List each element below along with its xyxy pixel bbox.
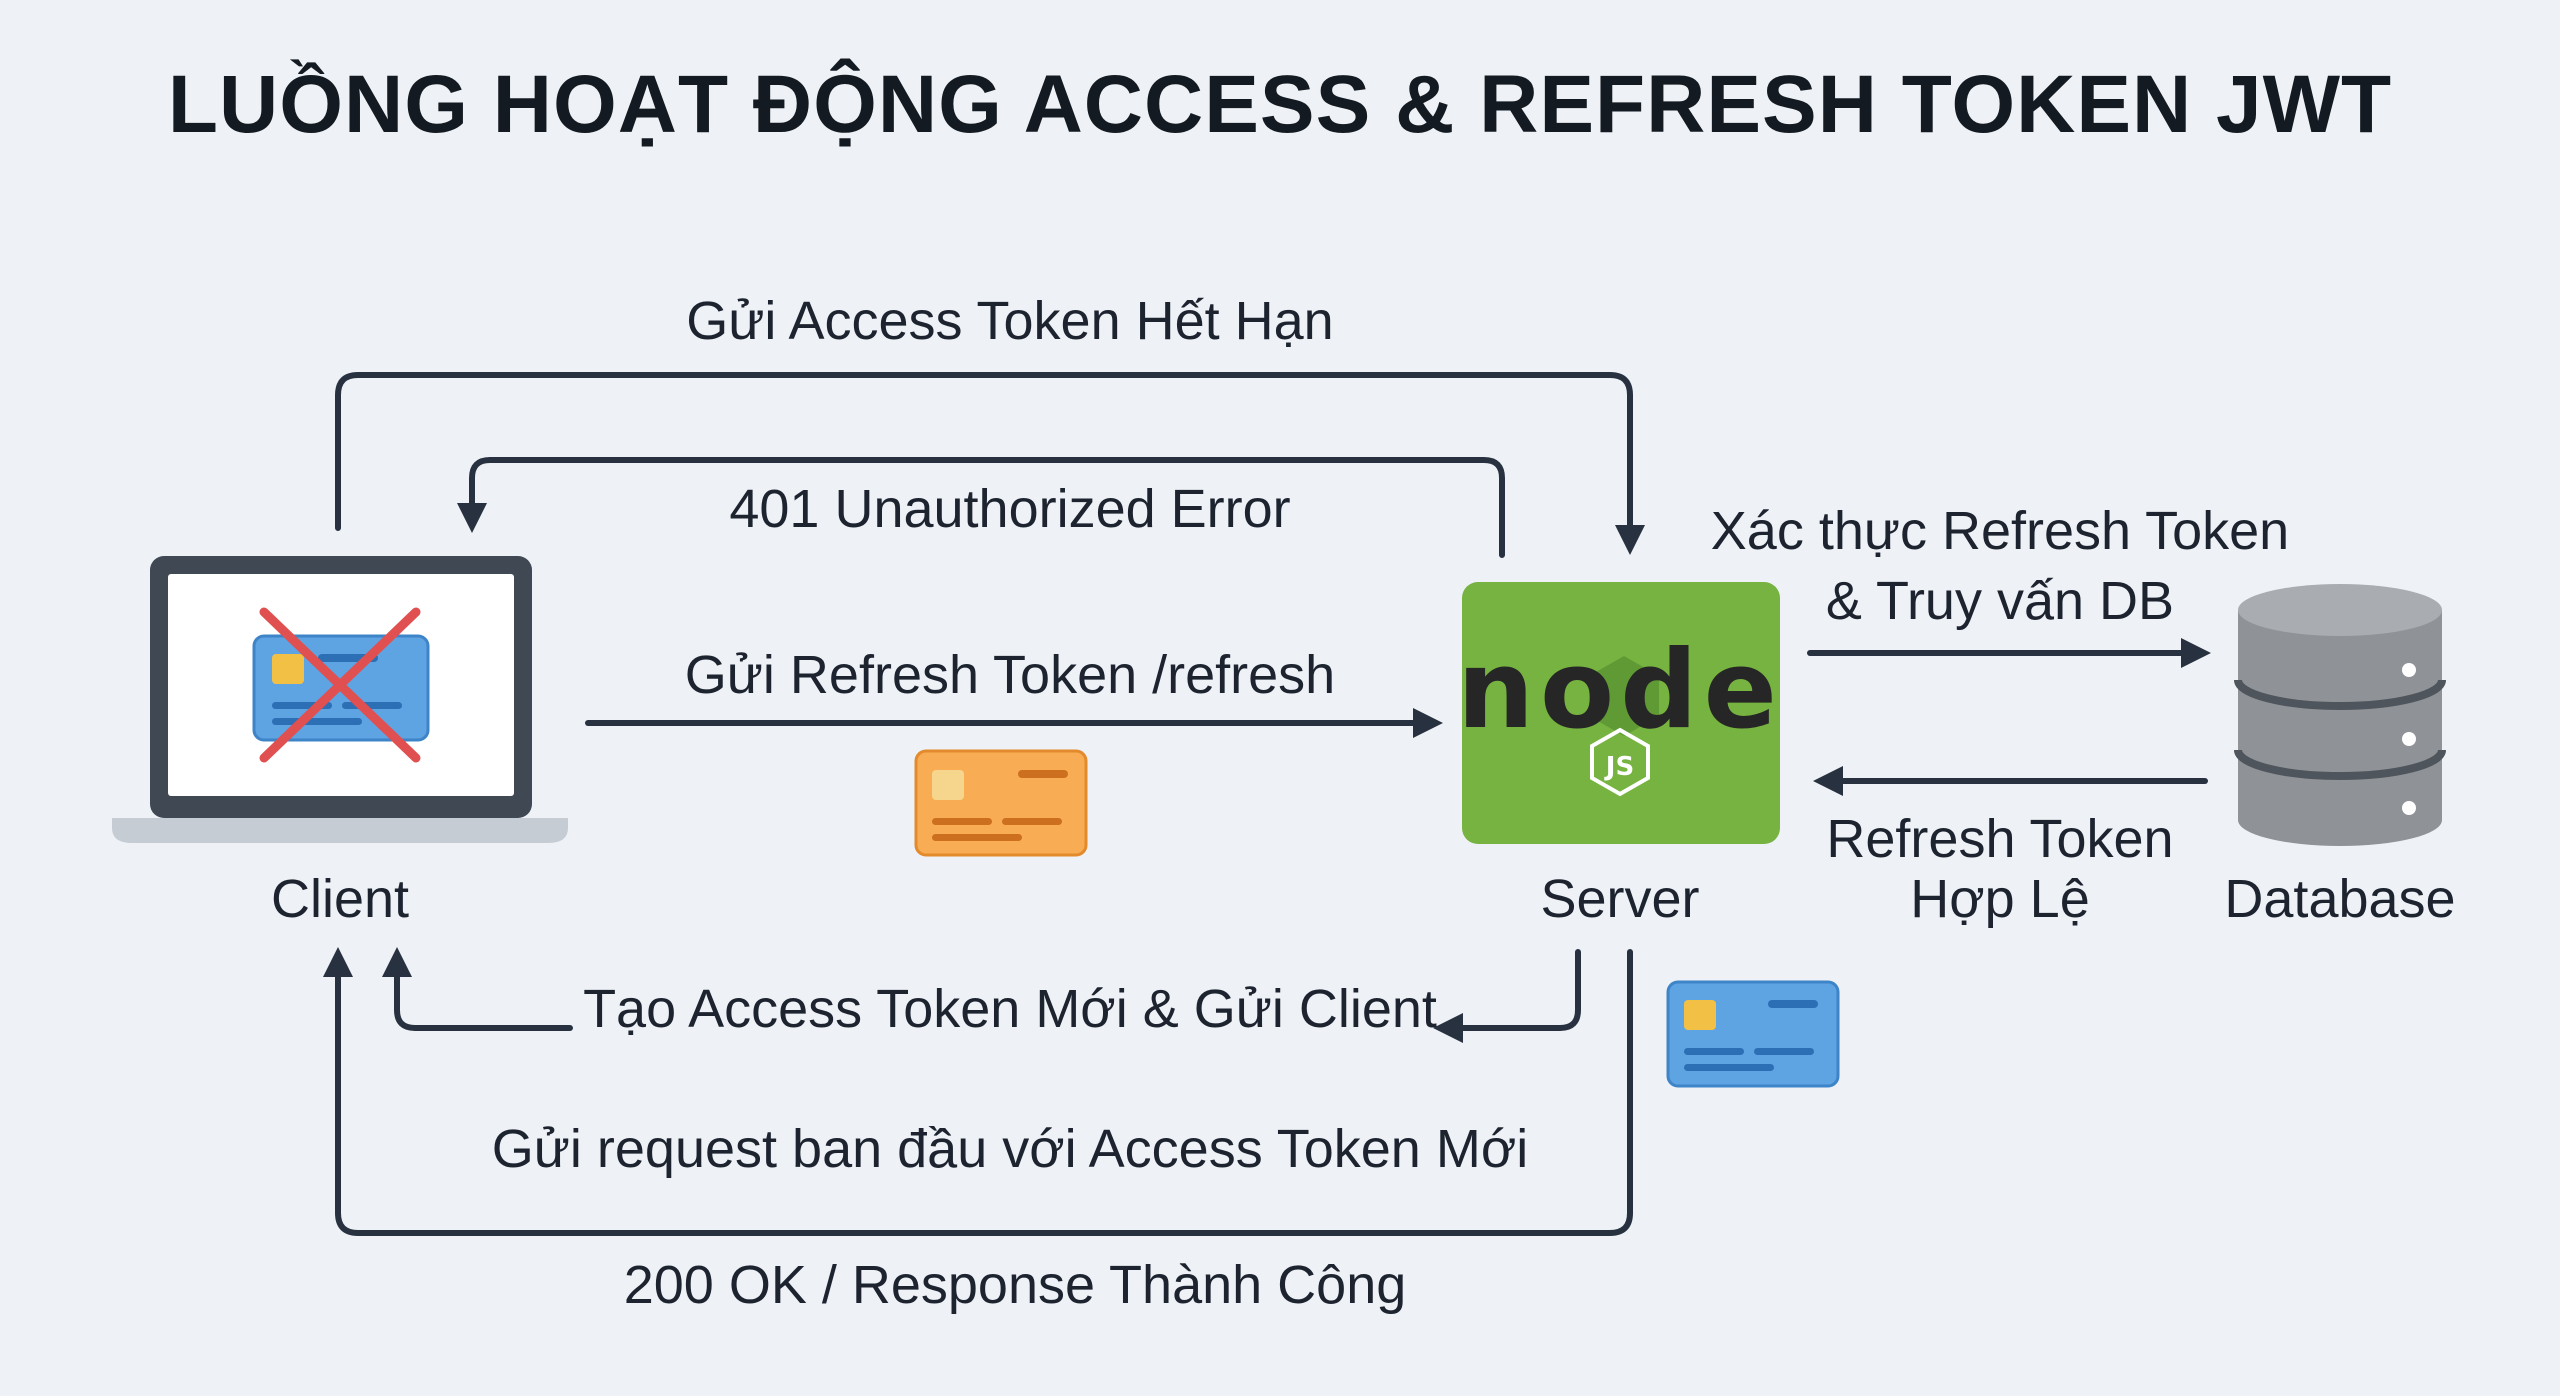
edge-label-verify-line1: Xác thực Refresh Token — [1710, 501, 2290, 561]
credit-card-icon — [914, 749, 1088, 857]
edge-label-resend-request: Gửi request ban đầu với Access Token Mới — [491, 1119, 1529, 1179]
arrow-unauthorized — [457, 457, 1505, 558]
edge-label-unauthorized: 401 Unauthorized Error — [729, 479, 1291, 539]
red-cross-icon — [259, 607, 421, 763]
page-title: LUỒNG HOẠT ĐỘNG ACCESS & REFRESH TOKEN J… — [167, 59, 2393, 150]
node-label-server: Server — [1540, 869, 1700, 929]
edge-label-valid-line1: Refresh Token — [1826, 809, 2174, 869]
nodejs-logo-icon — [1462, 582, 1780, 844]
nodejs-wordmark: node — [1457, 628, 1783, 753]
node-label-client: Client — [270, 869, 410, 929]
edge-label-ok-response: 200 OK / Response Thành Công — [623, 1255, 1407, 1315]
edge-label-create-access: Tạo Access Token Mới & Gửi Client — [583, 979, 1437, 1039]
database-cylinder-icon — [2234, 584, 2446, 846]
arrow-to-client-new-token — [382, 947, 573, 1031]
credit-card-icon — [1666, 980, 1840, 1088]
arrow-send-expired — [335, 372, 1645, 555]
edge-label-send-expired: Gửi Access Token Hết Hạn — [686, 291, 1334, 351]
edge-label-send-refresh: Gửi Refresh Token /refresh — [684, 645, 1336, 705]
nodejs-badge-text: JS — [1604, 752, 1634, 782]
edge-label-verify-line2: & Truy vấn DB — [1825, 571, 2175, 631]
arrow-ok-response — [323, 947, 1633, 1236]
edge-label-valid-line2: Hợp Lệ — [1910, 869, 2090, 929]
arrow-create-access — [1433, 949, 1581, 1043]
node-label-database: Database — [2224, 869, 2456, 929]
